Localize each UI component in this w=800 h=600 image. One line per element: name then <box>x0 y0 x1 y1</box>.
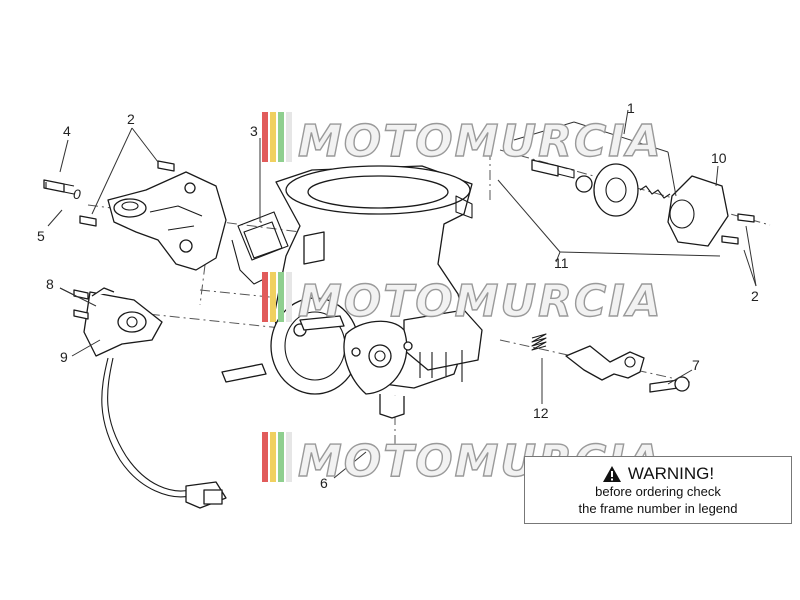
sensor-bracket <box>107 171 227 271</box>
screw-part-2-top <box>157 160 175 172</box>
spring-part-12 <box>531 333 547 351</box>
watermark-stripe <box>286 112 292 162</box>
warning-line-2: the frame number in legend <box>578 501 738 516</box>
callout-11: 11 <box>554 255 569 271</box>
watermark-text: MOTOMURCIA <box>298 116 663 167</box>
throttle-sensor-part-9 <box>73 287 227 509</box>
watermark-stripe <box>270 432 276 482</box>
callout-labels: 1 2 3 4 5 0 6 7 8 9 10 11 2 12 <box>37 100 759 491</box>
idle-valve-assembly <box>531 159 755 247</box>
warning-title-row: WARNING! <box>525 465 791 483</box>
watermark-stripe <box>262 112 268 162</box>
watermark-text: MOTOMURCIA <box>298 276 663 327</box>
callout-1: 1 <box>627 100 635 116</box>
lever-part <box>565 345 645 381</box>
screw-part-2-left <box>79 215 97 227</box>
callout-0: 0 <box>73 186 81 202</box>
warning-box: WARNING! before ordering check the frame… <box>524 456 792 524</box>
warning-triangle-icon <box>602 466 621 482</box>
callout-5: 5 <box>37 228 45 244</box>
callout-6: 6 <box>320 475 328 491</box>
leader-lines <box>47 109 757 479</box>
watermark-middle: MOTOMURCIA <box>262 272 663 328</box>
callout-7: 7 <box>692 357 700 373</box>
watermark-stripe <box>270 112 276 162</box>
callout-12: 12 <box>533 405 549 421</box>
callout-4: 4 <box>63 123 71 139</box>
callout-8: 8 <box>46 276 54 292</box>
callout-9: 9 <box>60 349 68 365</box>
watermark-stripe <box>278 432 284 482</box>
gasket-part-3 <box>231 211 289 285</box>
watermark-stripe <box>262 432 268 482</box>
callout-3: 3 <box>250 123 258 139</box>
screw-part-7 <box>649 376 690 393</box>
callout-2-right: 2 <box>751 288 759 304</box>
watermark-stripe <box>262 272 268 322</box>
watermark-stripe <box>286 432 292 482</box>
watermark-stripe <box>286 272 292 322</box>
warning-line-1: before ordering check <box>595 484 721 499</box>
watermark-stripe <box>278 112 284 162</box>
screw-part-4 <box>43 179 75 195</box>
watermark-stripe <box>270 272 276 322</box>
watermark-top: MOTOMURCIA <box>262 112 663 168</box>
watermark-stripe <box>278 272 284 322</box>
warning-title: WARNING! <box>627 464 715 483</box>
callout-2-left: 2 <box>127 111 135 127</box>
throttle-body <box>221 165 483 419</box>
callout-10: 10 <box>711 150 727 166</box>
